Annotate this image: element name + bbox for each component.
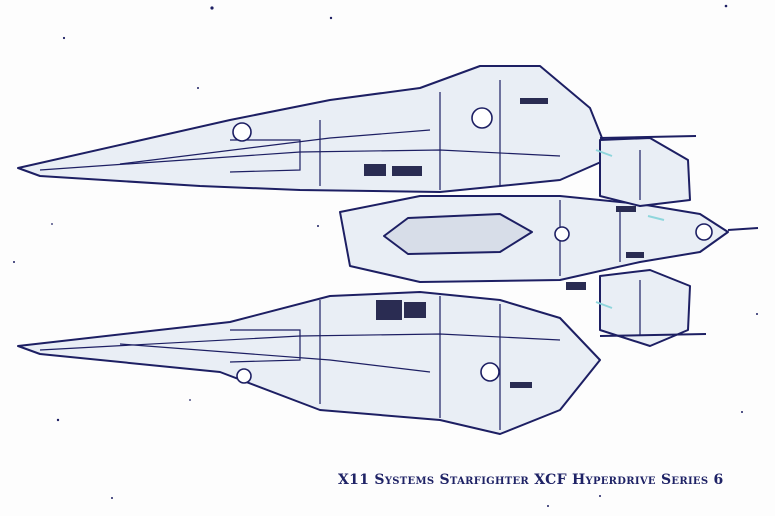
hull-panel-lines [39, 80, 641, 430]
lower-engine-pod [599, 269, 691, 347]
caption-title: X11 Systems Starfighter XCF Hyperdrive S… [338, 472, 724, 488]
background-specks [13, 4, 758, 507]
spikes [599, 135, 759, 337]
cockpit-canopy [383, 213, 533, 255]
dark-detail-blocks [364, 98, 644, 388]
upper-engine-pod [599, 137, 691, 207]
cyan-highlights [595, 149, 665, 309]
round-details [232, 107, 713, 384]
lower-wing [17, 291, 601, 435]
upper-wing [17, 65, 611, 193]
